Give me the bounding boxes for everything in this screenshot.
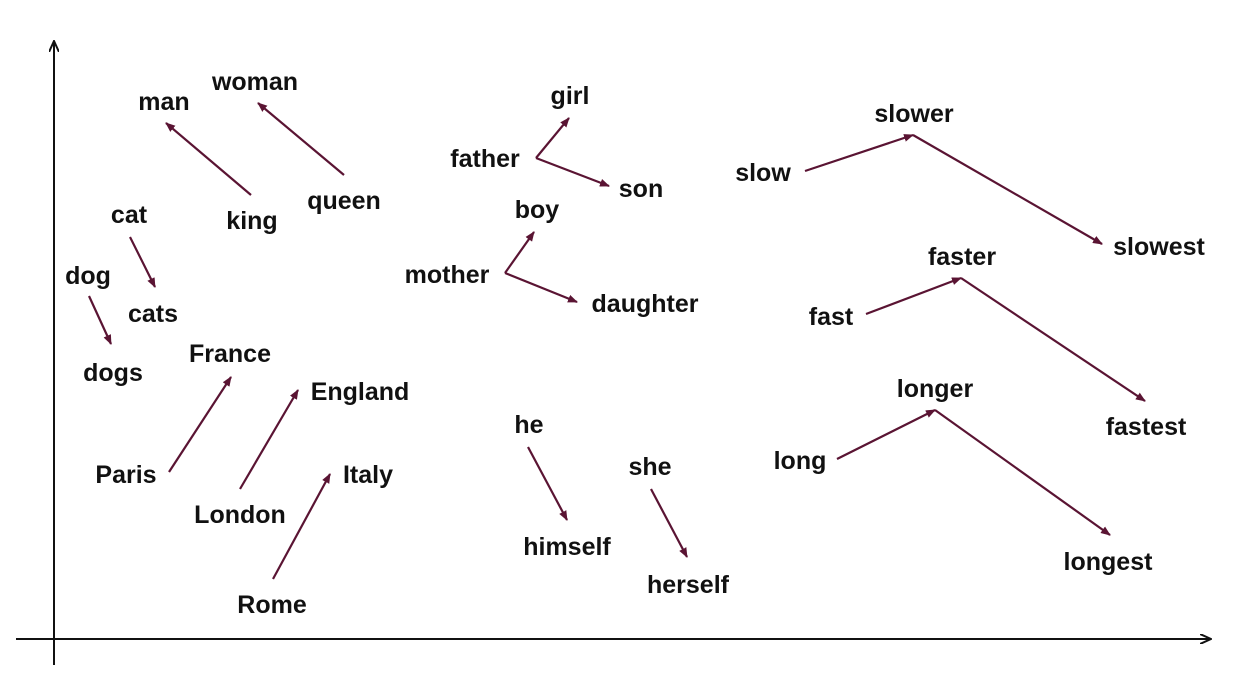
word-england: England [311,378,410,406]
word-fast: fast [809,303,854,331]
word-long: long [774,447,827,475]
word-dog: dog [65,262,111,290]
arrow-london-england [239,389,299,490]
word-faster: faster [928,243,996,271]
arrow-queen-woman [257,102,345,176]
arrow-he-himself [527,446,568,521]
word-fastest: fastest [1106,413,1187,441]
word-she: she [628,453,671,481]
word-he: he [514,411,543,439]
word-cat: cat [111,201,148,229]
arrow-father-girl [535,117,570,159]
arrow-slower-slowest [912,134,1103,245]
word-france: France [189,340,271,368]
arrow-king-man [165,122,252,196]
word-slow: slow [735,159,791,187]
word-daughter: daughter [592,290,699,318]
arrow-long-longer [836,409,936,460]
arrow-mother-boy [504,231,535,274]
arrow-paris-france [168,376,232,473]
word-rome: Rome [237,591,307,619]
word-girl: girl [551,82,590,110]
arrow-faster-fastest [960,277,1146,402]
word-slower: slower [874,100,953,128]
word-cats: cats [128,300,178,328]
arrow-mother-daughter [504,271,578,304]
word-paris: Paris [95,461,156,489]
arrow-dog-dogs [88,295,112,345]
word-dogs: dogs [83,359,143,387]
relation-arrows [88,102,1146,580]
word-himself: himself [523,533,611,561]
arrow-father-son [535,156,610,188]
arrow-rome-italy [272,473,331,580]
arrow-fast-faster [865,276,962,316]
word-slowest: slowest [1113,233,1205,261]
word-king: king [226,207,277,235]
arrow-longer-longest [934,409,1111,536]
word-father: father [450,145,520,173]
word-longest: longest [1064,548,1154,576]
word-woman: woman [211,68,298,96]
word-boy: boy [515,196,560,224]
word-son: son [619,175,663,203]
word-labels: man woman king queen cat cats dog dogs F… [65,68,1205,619]
arrow-slow-slower [804,133,914,173]
arrow-she-herself [650,488,688,558]
word-herself: herself [647,571,730,599]
word-italy: Italy [343,461,393,489]
word-man: man [138,88,189,116]
word-london: London [194,501,286,529]
arrow-cat-cats [129,236,156,288]
word-queen: queen [307,187,381,215]
axes [16,42,1210,665]
word-mother: mother [405,261,490,289]
word-longer: longer [897,375,974,403]
